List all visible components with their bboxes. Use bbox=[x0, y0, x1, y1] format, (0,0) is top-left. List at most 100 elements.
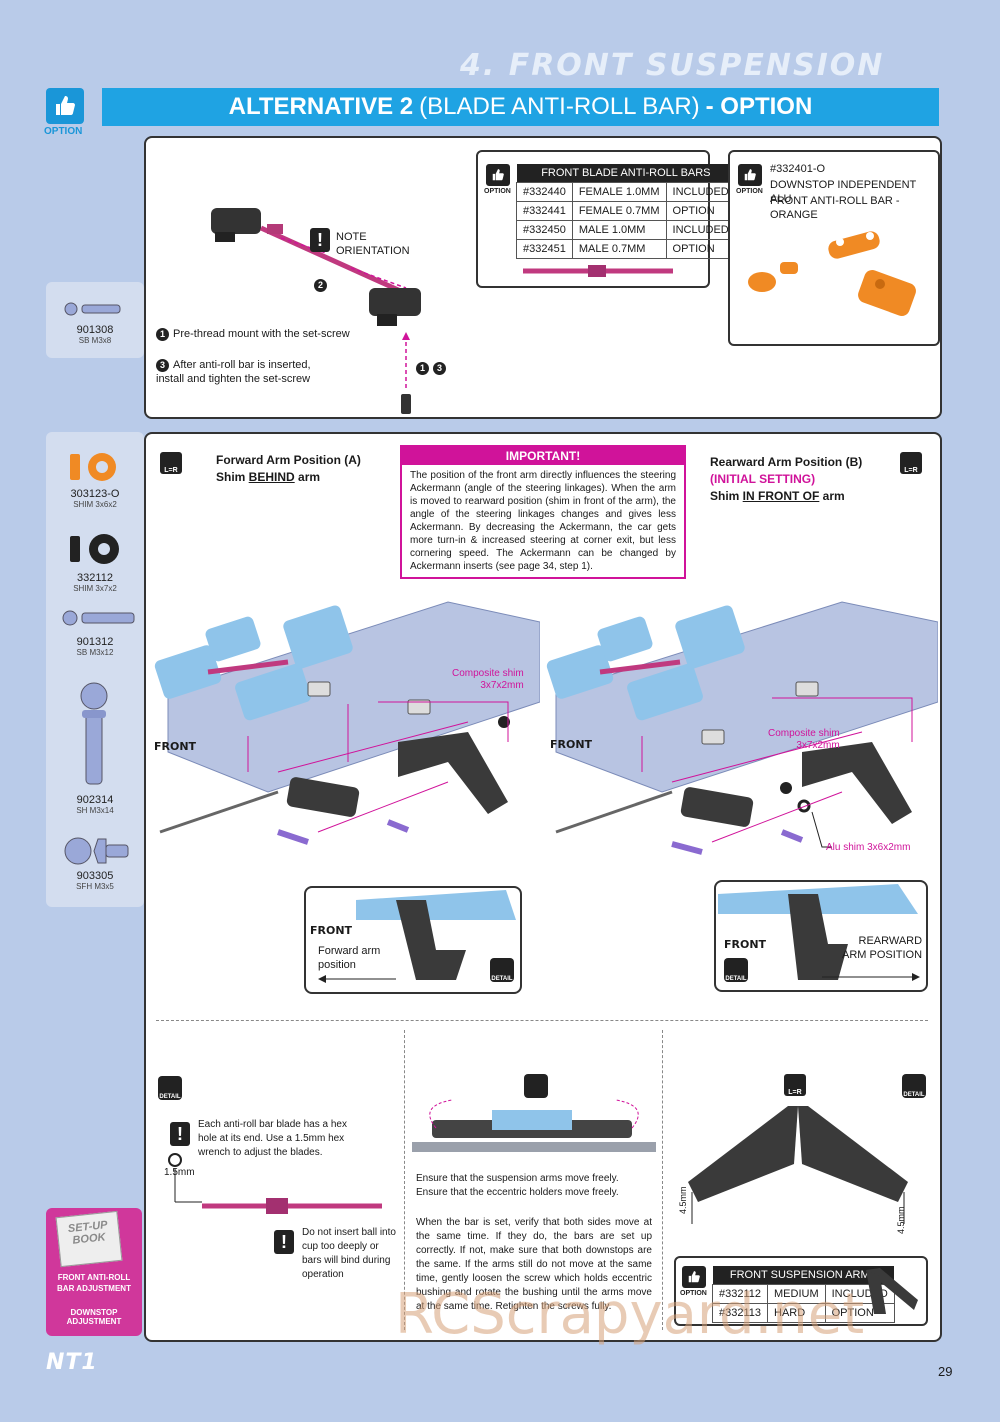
blade-table-box: OPTION FRONT BLADE ANTI-ROLL BARS #33244… bbox=[476, 150, 736, 288]
setup-book-icon: SET-UP BOOK bbox=[55, 1210, 123, 1268]
callout-number: 2 bbox=[314, 279, 327, 292]
important-box: IMPORTANT! The position of the front arm… bbox=[400, 445, 686, 579]
bar-note: When the bar is set, verify that both si… bbox=[416, 1217, 652, 1312]
instruction-1-text: Pre-thread mount with the set-screw bbox=[173, 328, 350, 340]
left-right-icon: L=R bbox=[160, 452, 182, 474]
column-divider bbox=[404, 1030, 405, 1330]
part-desc: SFH M3x5 bbox=[76, 882, 114, 891]
hex-size: 1.5mm bbox=[164, 1167, 195, 1178]
downstop-part: #332401-O bbox=[770, 163, 826, 175]
suspension-arms-drawing bbox=[688, 1106, 908, 1224]
exclamation-icon: ! bbox=[170, 1122, 190, 1146]
composite-shim-label: Composite shim 3x7x2mm bbox=[452, 668, 524, 691]
part-desc: SHIM 3x7x2 bbox=[73, 584, 117, 593]
anti-roll-bar-assembly-drawing bbox=[211, 208, 421, 414]
front-label: FRONT bbox=[550, 738, 593, 751]
title-sub: (BLADE ANTI-ROLL BAR) bbox=[419, 93, 700, 120]
option-small-label: OPTION bbox=[680, 1290, 707, 1297]
front-label: FRONT bbox=[724, 938, 767, 951]
initial-setting: (INITIAL SETTING) bbox=[710, 472, 816, 486]
forward-detail-box: FRONT Forward arm position DETAIL bbox=[304, 886, 522, 994]
arrow-left-icon bbox=[318, 975, 396, 983]
cap-screw-icon bbox=[80, 682, 108, 785]
rearward-arm-drawing bbox=[546, 601, 938, 855]
blade-hex-drawing bbox=[168, 1153, 382, 1214]
title-main: ALTERNATIVE 2 bbox=[228, 93, 414, 120]
watermark: RCScrapyard.net bbox=[395, 1282, 865, 1347]
important-title: IMPORTANT! bbox=[402, 447, 684, 465]
alu-shim-label: Alu shim 3x6x2mm bbox=[826, 842, 911, 853]
detail-icon: DETAIL bbox=[490, 958, 514, 982]
callout-2: 2 bbox=[314, 275, 331, 293]
title-option: - OPTION bbox=[705, 93, 813, 120]
page-number: 29 bbox=[938, 1364, 953, 1379]
brand-logo: NT1 bbox=[46, 1350, 98, 1375]
downstop-line1: DOWNSTOP INDEPENDENT ALU bbox=[770, 179, 917, 205]
wrench-icon bbox=[524, 1074, 548, 1098]
option-badge bbox=[46, 88, 84, 124]
column-divider bbox=[662, 1030, 663, 1330]
forward-detail-label: Forward arm position bbox=[318, 945, 381, 971]
front-label: FRONT bbox=[154, 740, 197, 753]
section-heading: 4. FRONT SUSPENSION bbox=[460, 48, 885, 83]
forward-subtitle: Shim BEHIND arm bbox=[216, 470, 321, 484]
part-number: 303123-O bbox=[70, 488, 120, 500]
arrow-right-icon bbox=[822, 973, 920, 981]
part-desc: SHIM 3x6x2 bbox=[73, 500, 117, 509]
table-title: FRONT SUSPENSION ARMS bbox=[712, 1266, 895, 1285]
option-small-label: OPTION bbox=[484, 188, 511, 195]
forward-detail-drawing bbox=[356, 890, 516, 980]
part-desc: SB M3x8 bbox=[78, 336, 112, 345]
rearward-detail-box: FRONT REARWARD ARM POSITION DETAIL bbox=[714, 880, 928, 992]
downstop-mm-left: 4.5mm bbox=[678, 1186, 688, 1214]
option-label: OPTION bbox=[44, 126, 83, 137]
forward-title: Forward Arm Position (A) bbox=[216, 453, 361, 467]
hex-note: Each anti-roll bar blade has a hex hole … bbox=[198, 1119, 347, 1158]
left-right-icon: L=R bbox=[900, 452, 922, 474]
rear-subtitle: Shim IN FRONT OF arm bbox=[710, 489, 845, 503]
thumbs-up-icon bbox=[56, 96, 75, 115]
option-small-label: OPTION bbox=[736, 188, 763, 195]
screw-icon bbox=[62, 610, 135, 626]
detail-icon: DETAIL bbox=[724, 958, 748, 982]
rearward-detail-drawing bbox=[718, 884, 918, 980]
front-label: FRONT bbox=[310, 924, 353, 937]
part-desc: SB M3x12 bbox=[76, 648, 114, 657]
free-note: Ensure that the suspension arms move fre… bbox=[416, 1173, 619, 1198]
composite-shim-label: Composite shim 3x7x2mm bbox=[768, 728, 840, 751]
important-body: The position of the front arm directly i… bbox=[410, 470, 676, 572]
step-title-bar: ALTERNATIVE 2 (BLADE ANTI-ROLL BAR) - OP… bbox=[102, 88, 939, 126]
flat-screw-icon bbox=[64, 837, 129, 865]
orange-downstop-drawing bbox=[748, 231, 916, 316]
part-desc: SH M3x14 bbox=[76, 806, 114, 815]
note-orientation: NOTE ORIENTATION bbox=[336, 231, 410, 257]
parts-bag-step1: 901308 SB M3x8 bbox=[46, 282, 144, 358]
part-number: 901312 bbox=[76, 636, 114, 648]
left-right-icon: L=R bbox=[784, 1074, 806, 1096]
forward-heading: Forward Arm Position (A) Shim BEHIND arm bbox=[216, 452, 361, 486]
black-shim-icon bbox=[70, 534, 119, 564]
part-number: 902314 bbox=[76, 794, 114, 806]
part-number: 901308 bbox=[76, 324, 114, 336]
downstop-line2: FRONT ANTI-ROLL BAR - ORANGE bbox=[770, 195, 900, 221]
ball-note: Do not insert ball into cup too deeply o… bbox=[302, 1227, 396, 1280]
exclamation-icon: ! bbox=[274, 1230, 294, 1254]
setup-item-1: FRONT ANTI-ROLL BAR ADJUSTMENT bbox=[57, 1273, 131, 1293]
downstop-mm-right: 4.5mm bbox=[896, 1206, 906, 1234]
orange-shim-icon bbox=[70, 453, 116, 481]
exclamation-icon: ! bbox=[310, 228, 330, 252]
detail-icon: DETAIL bbox=[158, 1076, 182, 1100]
instruction-3-text: After anti-roll bar is inserted, install… bbox=[156, 359, 311, 385]
forward-arm-drawing bbox=[154, 601, 540, 845]
downstop-box: OPTION #332401-O DOWNSTOP INDEPENDENT AL… bbox=[728, 150, 940, 346]
